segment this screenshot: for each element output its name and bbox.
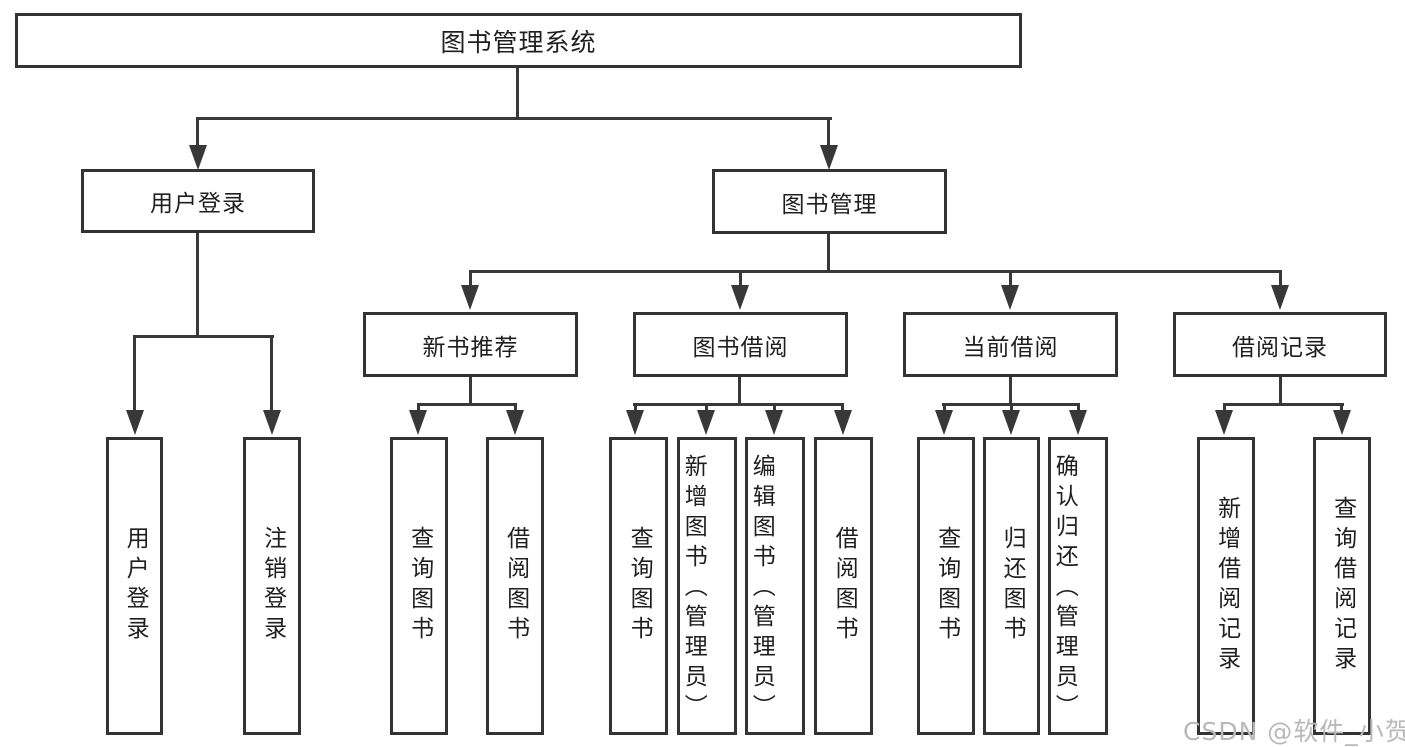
arrowhead-down-icon — [506, 410, 524, 435]
arrowhead-down-icon — [626, 410, 644, 435]
arrowhead-down-icon — [935, 410, 953, 435]
connector-login-drop-right — [270, 335, 273, 412]
connector-recommend-stem — [469, 377, 472, 406]
node-label: 编辑图书（管理员） — [748, 453, 775, 724]
node-label: 新书推荐 — [422, 334, 519, 361]
arrowhead-down-icon — [1271, 285, 1289, 310]
connector-recommend-drop — [417, 403, 420, 413]
node-confirm-return-admin: 确认归还（管理员） — [1048, 437, 1108, 735]
connector-mgmt-drop — [739, 270, 742, 286]
connector-root-stem — [516, 68, 519, 120]
node-label: 用户登录 — [122, 526, 149, 646]
connector-current-stem — [1009, 377, 1012, 406]
arrowhead-down-icon — [1001, 285, 1019, 310]
arrowhead-down-icon — [1002, 410, 1020, 435]
node-label: 当前借阅 — [962, 334, 1059, 361]
node-return-book: 归还图书 — [983, 437, 1040, 735]
arrowhead-down-icon — [409, 410, 427, 435]
connector-borrow-drop — [841, 403, 844, 413]
connector-records-stem — [1279, 377, 1282, 406]
connector-records-drop — [1223, 403, 1226, 413]
connector-root-hbar — [197, 117, 832, 120]
arrowhead-down-icon — [834, 410, 852, 435]
arrowhead-down-icon — [189, 145, 207, 170]
node-label: 查询图书 — [933, 526, 960, 646]
node-query-books-borrow: 查询图书 — [609, 437, 668, 735]
node-label: 用户登录 — [150, 191, 246, 217]
connector-login-drop-left — [133, 335, 136, 412]
node-library-system-root: 图书管理系统 — [15, 13, 1022, 68]
connector-current-drop — [1077, 403, 1080, 413]
node-label: 借阅图书 — [831, 526, 858, 646]
connector-mgmt-drop — [1279, 270, 1282, 286]
connector-mgmt-drop — [1009, 270, 1012, 286]
node-query-borrow-record: 查询借阅记录 — [1313, 437, 1371, 735]
arrowhead-down-icon — [1333, 410, 1351, 435]
connector-mgmt-stem — [827, 234, 830, 273]
node-label: 查询图书 — [626, 526, 653, 646]
connector-mgmt-drop — [469, 270, 472, 286]
arrowhead-down-icon — [126, 410, 144, 435]
node-new-book-recommend: 新书推荐 — [363, 312, 578, 377]
connector-records-hbar — [1223, 403, 1344, 406]
connector-borrow-drop — [773, 403, 776, 413]
connector-current-drop — [1010, 403, 1013, 413]
arrowhead-down-icon — [263, 410, 281, 435]
node-label: 图书管理系统 — [440, 27, 597, 57]
node-query-books-current: 查询图书 — [917, 437, 975, 735]
arrowhead-down-icon — [765, 410, 783, 435]
connector-root-drop-left — [196, 117, 199, 150]
node-borrow-records: 借阅记录 — [1173, 312, 1387, 377]
node-borrow-book-recommend: 借阅图书 — [486, 437, 544, 735]
node-label: 图书管理 — [781, 191, 878, 218]
node-add-borrow-record: 新增借阅记录 — [1197, 437, 1255, 735]
csdn-watermark: CSDN @软件_小贺同学 — [1183, 717, 1405, 746]
connector-root-drop-right — [827, 117, 830, 150]
node-label: 图书借阅 — [692, 334, 789, 361]
node-current-borrow: 当前借阅 — [903, 312, 1118, 377]
arrowhead-down-icon — [1215, 410, 1233, 435]
node-book-management: 图书管理 — [712, 169, 947, 234]
arrowhead-down-icon — [461, 285, 479, 310]
arrowhead-down-icon — [731, 285, 749, 310]
connector-borrow-drop — [705, 403, 708, 413]
connector-mgmt-hbar — [469, 270, 1282, 273]
node-logout: 注销登录 — [243, 437, 301, 735]
connector-borrow-stem — [738, 377, 741, 406]
connector-borrow-drop — [634, 403, 637, 413]
node-label: 注销登录 — [259, 526, 286, 646]
node-label: 新增图书（管理员） — [680, 453, 707, 724]
connector-recommend-drop — [514, 403, 517, 413]
node-book-borrow: 图书借阅 — [633, 312, 848, 377]
node-label: 借阅图书 — [502, 526, 529, 646]
connector-recommend-hbar — [417, 403, 517, 406]
connector-login-stem — [196, 233, 199, 338]
node-add-book-admin: 新增图书（管理员） — [677, 437, 737, 735]
node-user-login: 用户登录 — [106, 437, 163, 735]
node-user-login-group: 用户登录 — [81, 169, 315, 233]
node-label: 新增借阅记录 — [1213, 496, 1240, 676]
node-label: 查询借阅记录 — [1329, 496, 1356, 676]
node-label: 确认归还（管理员） — [1051, 453, 1078, 724]
node-label: 归还图书 — [999, 526, 1026, 646]
node-label: 借阅记录 — [1232, 334, 1328, 361]
connector-borrow-hbar — [633, 403, 844, 406]
node-label: 查询图书 — [406, 526, 433, 646]
connector-current-drop — [943, 403, 946, 413]
arrowhead-down-icon — [697, 410, 715, 435]
node-query-books-recommend: 查询图书 — [390, 437, 448, 735]
connector-login-hbar — [133, 335, 274, 338]
arrowhead-down-icon — [820, 145, 838, 170]
arrowhead-down-icon — [1069, 410, 1087, 435]
node-edit-book-admin: 编辑图书（管理员） — [745, 437, 805, 735]
node-borrow-book: 借阅图书 — [814, 437, 873, 735]
connector-records-drop — [1340, 403, 1343, 413]
